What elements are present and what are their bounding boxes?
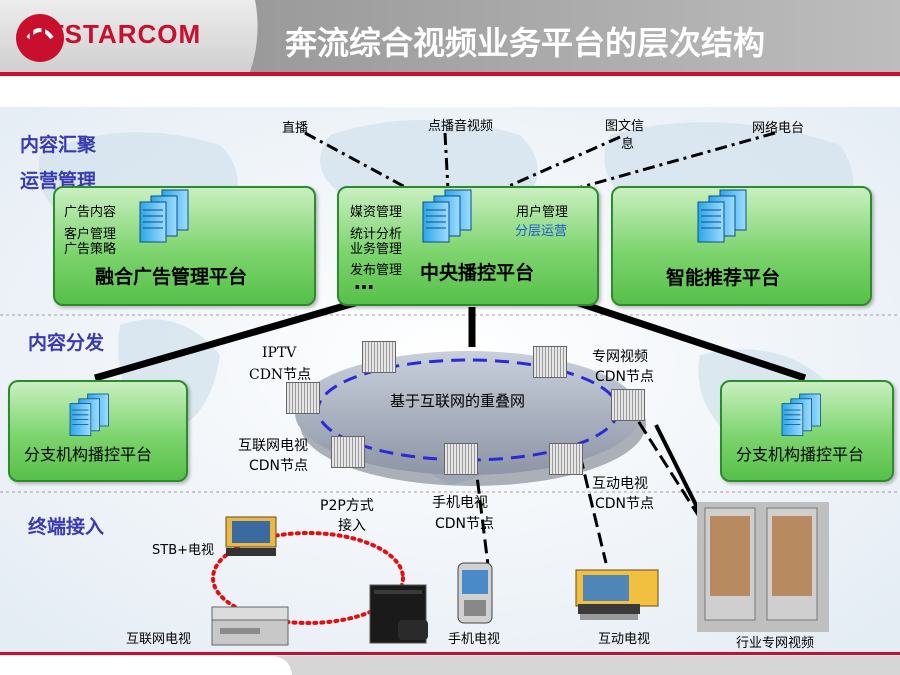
p2p-line2: 接入 xyxy=(338,518,366,534)
source-live: 直播 xyxy=(282,121,309,136)
footer-bar xyxy=(0,652,900,675)
section-terminal-access: 终端接入 xyxy=(28,516,105,538)
branch-right-box xyxy=(720,380,894,482)
header-bar xyxy=(0,0,900,95)
ad-platform-title: 融合广告管理平台 xyxy=(95,266,248,288)
mobile-cdn-line1: 手机电视 xyxy=(432,495,488,511)
cdn-node-right xyxy=(611,389,645,421)
branch-left-box xyxy=(8,380,188,482)
recommend-platform-title: 智能推荐平台 xyxy=(666,267,781,289)
branch-right-title: 分支机构播控平台 xyxy=(736,445,865,464)
section-content-aggregation: 内容汇聚 xyxy=(20,134,97,156)
inet-tv-cdn-line1: 互联网电视 xyxy=(238,438,308,454)
interactive-cdn-line2: CDN节点 xyxy=(595,496,655,512)
central-item-publish: 发布管理 xyxy=(350,263,403,278)
terminal-internet-tv: 互联网电视 xyxy=(126,632,192,647)
terminal-mobile-tv: 手机电视 xyxy=(448,632,501,647)
ad-item-customer: 客户管理 xyxy=(64,227,117,242)
logo-text: UTSTARCOM xyxy=(28,19,202,49)
cdn-node-bottom-right xyxy=(549,443,583,475)
source-vod: 点播音视频 xyxy=(428,119,494,134)
page-title: 奔流综合视频业务平台的层次结构 xyxy=(285,24,766,62)
ad-item-content: 广告内容 xyxy=(64,205,117,220)
ad-item-strategy: 广告策略 xyxy=(64,242,117,257)
cdn-node-left xyxy=(286,382,320,414)
terminal-stb: STB+电视 xyxy=(152,543,215,558)
iptv-cdn-line1: IPTV xyxy=(262,345,297,361)
central-ellipsis: … xyxy=(354,270,374,294)
terminal-interactive-tv: 互动电视 xyxy=(598,632,651,647)
private-cdn-line1: 专网视频 xyxy=(592,349,648,365)
private-cdn-line2: CDN节点 xyxy=(595,369,655,385)
central-item-users: 用户管理 xyxy=(516,205,569,220)
cdn-node-bottom xyxy=(444,443,478,475)
interactive-cdn-line1: 互动电视 xyxy=(592,476,648,492)
cdn-node-top-right xyxy=(533,346,567,378)
source-info-line2: 息 xyxy=(621,137,635,152)
central-item-layered: 分层运营 xyxy=(515,224,568,239)
source-net-radio: 网络电台 xyxy=(752,121,805,136)
mobile-cdn-line2: CDN节点 xyxy=(435,516,495,532)
cdn-node-top-left xyxy=(362,341,396,373)
logo-mark xyxy=(16,14,64,62)
central-platform-title: 中央播控平台 xyxy=(420,262,535,284)
terminal-industry-video: 行业专网视频 xyxy=(736,636,815,651)
overlay-network-label: 基于互联网的重叠网 xyxy=(390,392,526,410)
p2p-line1: P2P方式 xyxy=(320,498,374,514)
section-content-distribution: 内容分发 xyxy=(28,332,105,354)
inet-tv-cdn-line2: CDN节点 xyxy=(249,458,309,474)
iptv-cdn-line2: CDN节点 xyxy=(249,367,312,383)
central-item-media: 媒资管理 xyxy=(350,205,403,220)
branch-left-title: 分支机构播控平台 xyxy=(24,445,153,464)
central-item-stats: 统计分析 xyxy=(350,227,403,242)
cdn-node-bottom-left xyxy=(331,436,365,468)
source-info-line1: 图文信 xyxy=(605,119,645,134)
central-item-business: 业务管理 xyxy=(350,242,403,257)
